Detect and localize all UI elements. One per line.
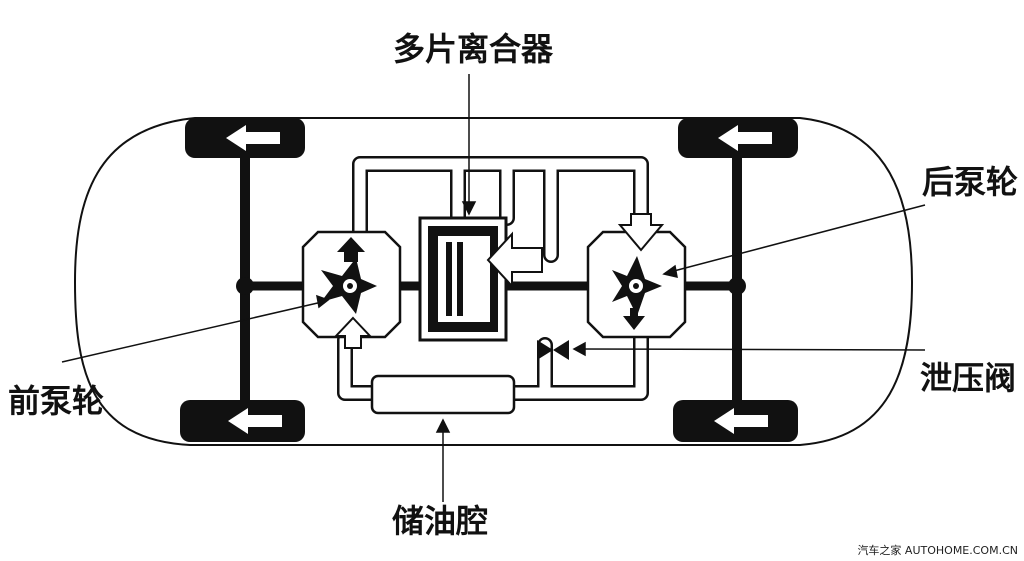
front-left-wheel — [185, 118, 305, 158]
clutch-label: 多片离合器 — [393, 30, 554, 68]
watermark: 汽车之家 AUTOHOME.COM.CN — [857, 544, 1018, 557]
rear-pump-label: 后泵轮 — [922, 163, 1019, 201]
front-axle-joint — [236, 277, 254, 295]
relief-valve-icon — [537, 340, 569, 360]
front-pump-label: 前泵轮 — [8, 382, 105, 420]
rear-left-wheel — [678, 118, 798, 158]
rear-pump-rotor-icon — [612, 256, 662, 316]
front-pump-outlet-arrow-icon — [337, 237, 365, 262]
multi-plate-clutch — [418, 216, 508, 342]
rear-axle-joint — [728, 277, 746, 295]
car-body-outline — [73, 117, 914, 446]
oil-reservoir — [370, 374, 516, 415]
oil-circuit — [337, 156, 649, 401]
front-pump-inlet-arrow-icon — [333, 316, 373, 349]
rear-right-wheel — [673, 400, 798, 442]
front-pump-rotor-icon — [321, 258, 377, 314]
leader-lines — [61, 74, 926, 502]
relief-valve-label: 泄压阀 — [920, 359, 1017, 397]
clutch-piston-arrow-icon — [486, 231, 543, 289]
reservoir-label: 储油腔 — [392, 502, 489, 540]
front-right-wheel — [180, 400, 305, 442]
rear-pump-outlet-arrow-icon — [623, 308, 645, 330]
rear-pump-inlet-arrow-icon — [617, 213, 665, 252]
